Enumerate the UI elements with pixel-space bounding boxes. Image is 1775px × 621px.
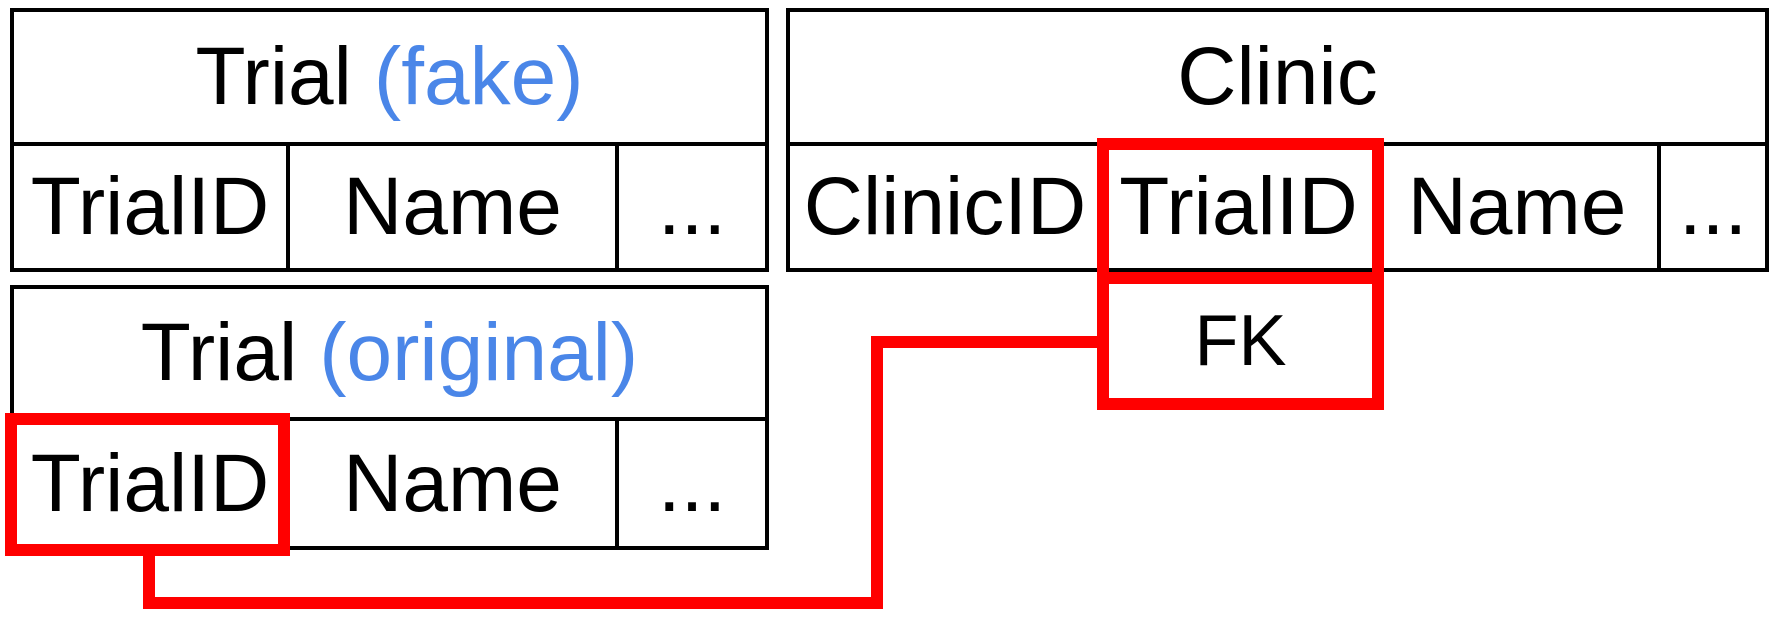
table-trial-fake-title-suffix: (fake) <box>373 31 584 122</box>
fk-connector-top-horizontal <box>871 336 1097 348</box>
table-trial-fake-title-main: Trial <box>195 31 352 122</box>
table-trial-original: Trial(original) TrialID Name ... <box>10 285 769 550</box>
column-cell-clinic-trialid: TrialID <box>1104 146 1377 268</box>
table-trial-original-title: Trial(original) <box>14 289 765 421</box>
table-trial-fake-columns-row: TrialID Name ... <box>14 146 765 268</box>
table-trial-fake: Trial(fake) TrialID Name ... <box>10 8 769 272</box>
table-clinic-title: Clinic <box>790 12 1765 146</box>
table-trial-original-title-main: Trial <box>140 307 298 398</box>
column-cell-trial-original-trialid: TrialID <box>14 421 290 546</box>
column-cell-clinic-ellipsis: ... <box>1678 161 1748 252</box>
column-cell-clinic-clinicid: ClinicID <box>790 146 1104 268</box>
fk-connector-stub-vertical <box>143 544 155 609</box>
column-cell-trial-fake-trialid: TrialID <box>14 146 290 268</box>
column-cell-clinic-name: Name <box>1377 146 1661 268</box>
table-clinic: Clinic ClinicID TrialID Name ... <box>786 8 1769 272</box>
fk-connector-vertical <box>871 336 883 609</box>
table-trial-original-columns-row: TrialID Name ... <box>14 421 765 546</box>
column-cell-trial-original-name: Name <box>290 421 619 546</box>
fk-label-box: FK <box>1097 272 1384 410</box>
table-trial-fake-title: Trial(fake) <box>14 12 765 146</box>
column-cell-trial-fake-name: Name <box>290 146 619 268</box>
table-clinic-title-main: Clinic <box>1177 31 1378 122</box>
column-cell-trial-fake-ellipsis: ... <box>657 161 727 252</box>
table-clinic-columns-row: ClinicID TrialID Name ... <box>790 146 1765 268</box>
fk-label: FK <box>1194 301 1287 381</box>
table-trial-original-title-suffix: (original) <box>319 307 639 398</box>
column-cell-trial-original-ellipsis: ... <box>657 437 727 529</box>
fk-connector-bottom-horizontal <box>143 597 883 609</box>
